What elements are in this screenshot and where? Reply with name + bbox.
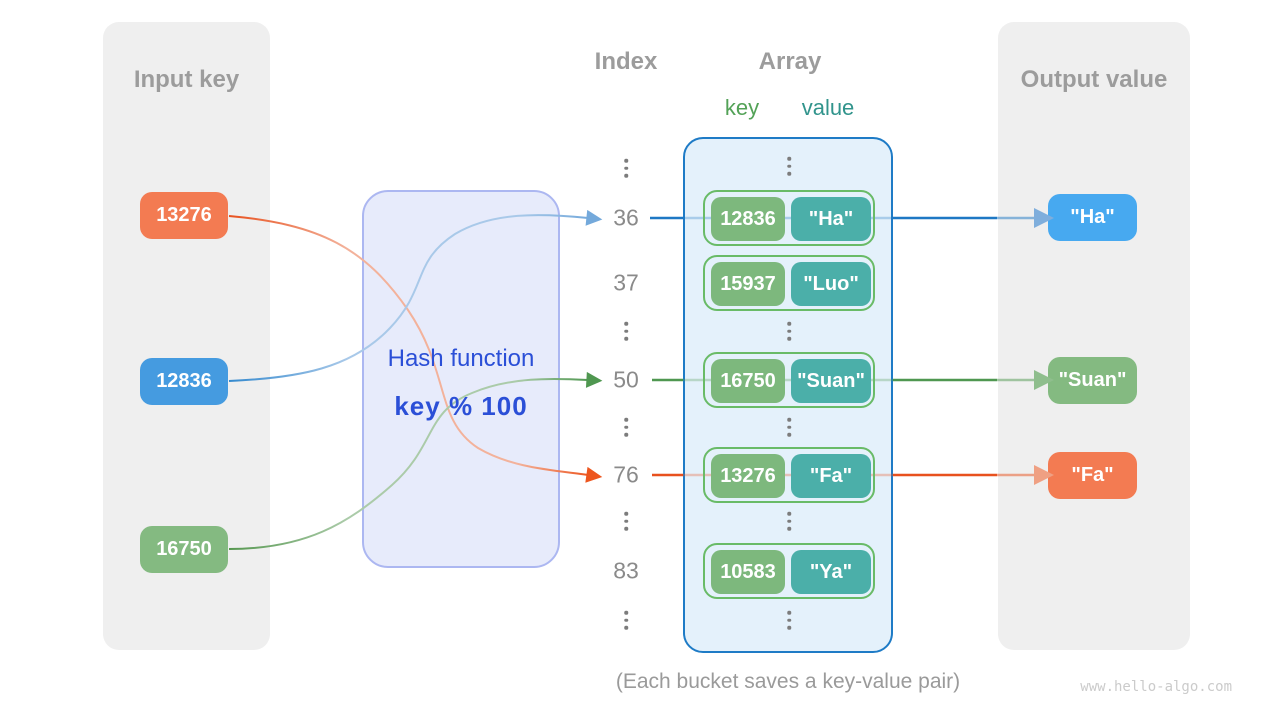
diagram-caption: (Each bucket saves a key-value pair) — [615, 670, 961, 693]
bucket-value: "Luo" — [791, 262, 871, 306]
vertical-ellipsis-icon — [624, 511, 628, 531]
index-label-50: 50 — [613, 366, 639, 393]
vertical-ellipsis-icon — [787, 610, 791, 630]
bucket-key: 12836 — [711, 197, 785, 241]
bucket-key: 15937 — [711, 262, 785, 306]
vertical-ellipsis-icon — [787, 417, 791, 437]
bucket-value: "Ya" — [791, 550, 871, 594]
index-label-37: 37 — [613, 269, 639, 296]
vertical-ellipsis-icon — [624, 321, 628, 341]
index-label-83: 83 — [613, 557, 639, 584]
key-column-label: key — [724, 95, 760, 120]
bucket-value: "Fa" — [791, 454, 871, 498]
index-label-76: 76 — [613, 461, 639, 488]
output-value-panel: Output value "Ha" "Suan" "Fa" — [998, 22, 1190, 650]
value-column-label: value — [801, 95, 855, 120]
input-panel-title: Input key — [133, 66, 240, 93]
bucket-key: 13276 — [711, 454, 785, 498]
output-panel-title: Output value — [1020, 66, 1168, 93]
curve-key13276-to-76 — [228, 215, 603, 483]
vertical-ellipsis-icon — [787, 511, 791, 531]
vertical-ellipsis-icon — [787, 321, 791, 341]
bucket-key: 16750 — [711, 359, 785, 403]
bucket-key: 10583 — [711, 550, 785, 594]
input-key-box: 16750 — [140, 526, 228, 573]
bucket-row: 13276 "Fa" — [703, 447, 875, 503]
vertical-ellipsis-icon — [624, 417, 628, 437]
vertical-ellipsis-icon — [787, 156, 791, 176]
output-value-box: "Ha" — [1048, 194, 1137, 241]
output-value-box: "Fa" — [1048, 452, 1137, 499]
curve-key16750-to-50 — [228, 371, 603, 550]
bucket-row: 10583 "Ya" — [703, 543, 875, 599]
bucket-row: 15937 "Luo" — [703, 255, 875, 311]
index-column-title: Index — [594, 48, 658, 75]
curve-key12836-to-36 — [228, 209, 603, 382]
hash-function-formula: key % 100 — [394, 391, 528, 421]
site-watermark: www.hello-algo.com — [1080, 679, 1232, 695]
bucket-value: "Suan" — [791, 359, 871, 403]
array-column-title: Array — [758, 48, 822, 75]
vertical-ellipsis-icon — [624, 610, 628, 630]
bucket-row: 12836 "Ha" — [703, 190, 875, 246]
input-key-box: 13276 — [140, 192, 228, 239]
vertical-ellipsis-icon — [624, 158, 628, 178]
index-label-36: 36 — [613, 204, 639, 231]
bucket-row: 16750 "Suan" — [703, 352, 875, 408]
hash-function-title: Hash function — [387, 345, 535, 372]
bucket-value: "Ha" — [791, 197, 871, 241]
input-key-box: 12836 — [140, 358, 228, 405]
hash-function-box — [362, 190, 560, 568]
input-key-panel: Input key 13276 12836 16750 — [103, 22, 270, 650]
output-value-box: "Suan" — [1048, 357, 1137, 404]
